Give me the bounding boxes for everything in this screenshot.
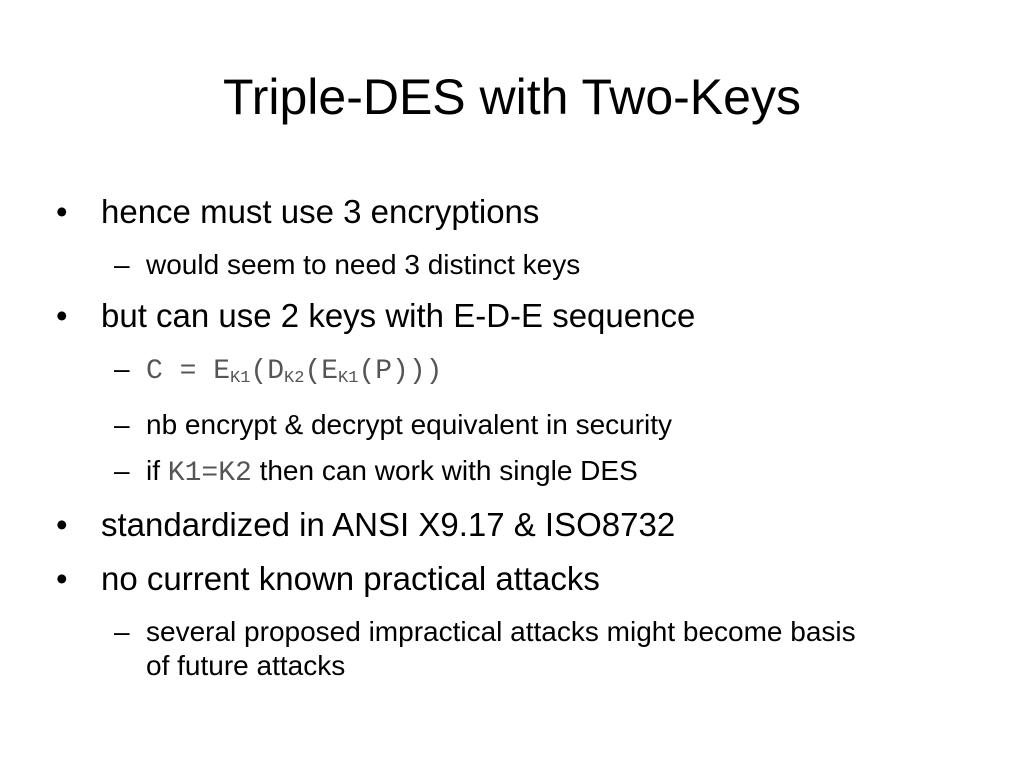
dash-icon: – <box>114 249 130 280</box>
bullet-item: • but can use 2 keys with E-D-E sequence <box>56 296 956 336</box>
bullet-text: but can use 2 keys with E-D-E sequence <box>101 297 696 334</box>
dash-icon: – <box>114 616 130 647</box>
sub-bullet-text-post: then can work with single DES <box>251 455 638 486</box>
formula-lhs: C = E <box>146 356 231 387</box>
formula-subscript-k1: K1 <box>230 369 251 388</box>
bullet-text: hence must use 3 encryptions <box>101 193 540 230</box>
sub-bullet-text-pre: if <box>146 455 168 486</box>
inline-code: K1=K2 <box>167 458 252 489</box>
formula-subscript-k2: K2 <box>284 369 305 388</box>
bullet-item: • hence must use 3 encryptions <box>56 192 956 232</box>
slide-title: Triple-DES with Two-Keys <box>223 69 801 125</box>
dash-icon: – <box>114 455 130 486</box>
formula-subscript-k1: K1 <box>338 369 359 388</box>
formula-tail: (P))) <box>358 356 443 387</box>
bullet-text: no current known practical attacks <box>101 560 600 597</box>
sub-bullet-item: – if K1=K2 then can work with single DES <box>56 454 956 491</box>
formula-decrypt: (D <box>250 356 285 387</box>
formula: C = EK1(DK2(EK1(P))) <box>146 356 443 388</box>
sub-bullet-item: – C = EK1(DK2(EK1(P))) <box>56 352 956 396</box>
sub-bullet-item: – would seem to need 3 distinct keys <box>56 248 956 282</box>
dash-icon: – <box>114 353 130 384</box>
bullet-icon: • <box>56 506 68 543</box>
bullet-icon: • <box>56 297 68 334</box>
bullet-item: • standardized in ANSI X9.17 & ISO8732 <box>56 505 956 545</box>
sub-bullet-item: – nb encrypt & decrypt equivalent in sec… <box>56 408 956 442</box>
dash-icon: – <box>114 409 130 440</box>
sub-bullet-text: several proposed impractical attacks mig… <box>146 616 856 681</box>
sub-bullet-item: – several proposed impractical attacks m… <box>56 615 956 683</box>
bullet-icon: • <box>56 193 68 230</box>
sub-bullet-text: would seem to need 3 distinct keys <box>146 249 581 280</box>
bullet-item: • no current known practical attacks <box>56 559 956 599</box>
slide-body: • hence must use 3 encryptions – would s… <box>56 188 956 683</box>
formula-encrypt: (E <box>304 356 339 387</box>
bullet-icon: • <box>56 560 68 597</box>
sub-bullet-text: nb encrypt & decrypt equivalent in secur… <box>146 409 673 440</box>
bullet-text: standardized in ANSI X9.17 & ISO8732 <box>101 506 676 543</box>
